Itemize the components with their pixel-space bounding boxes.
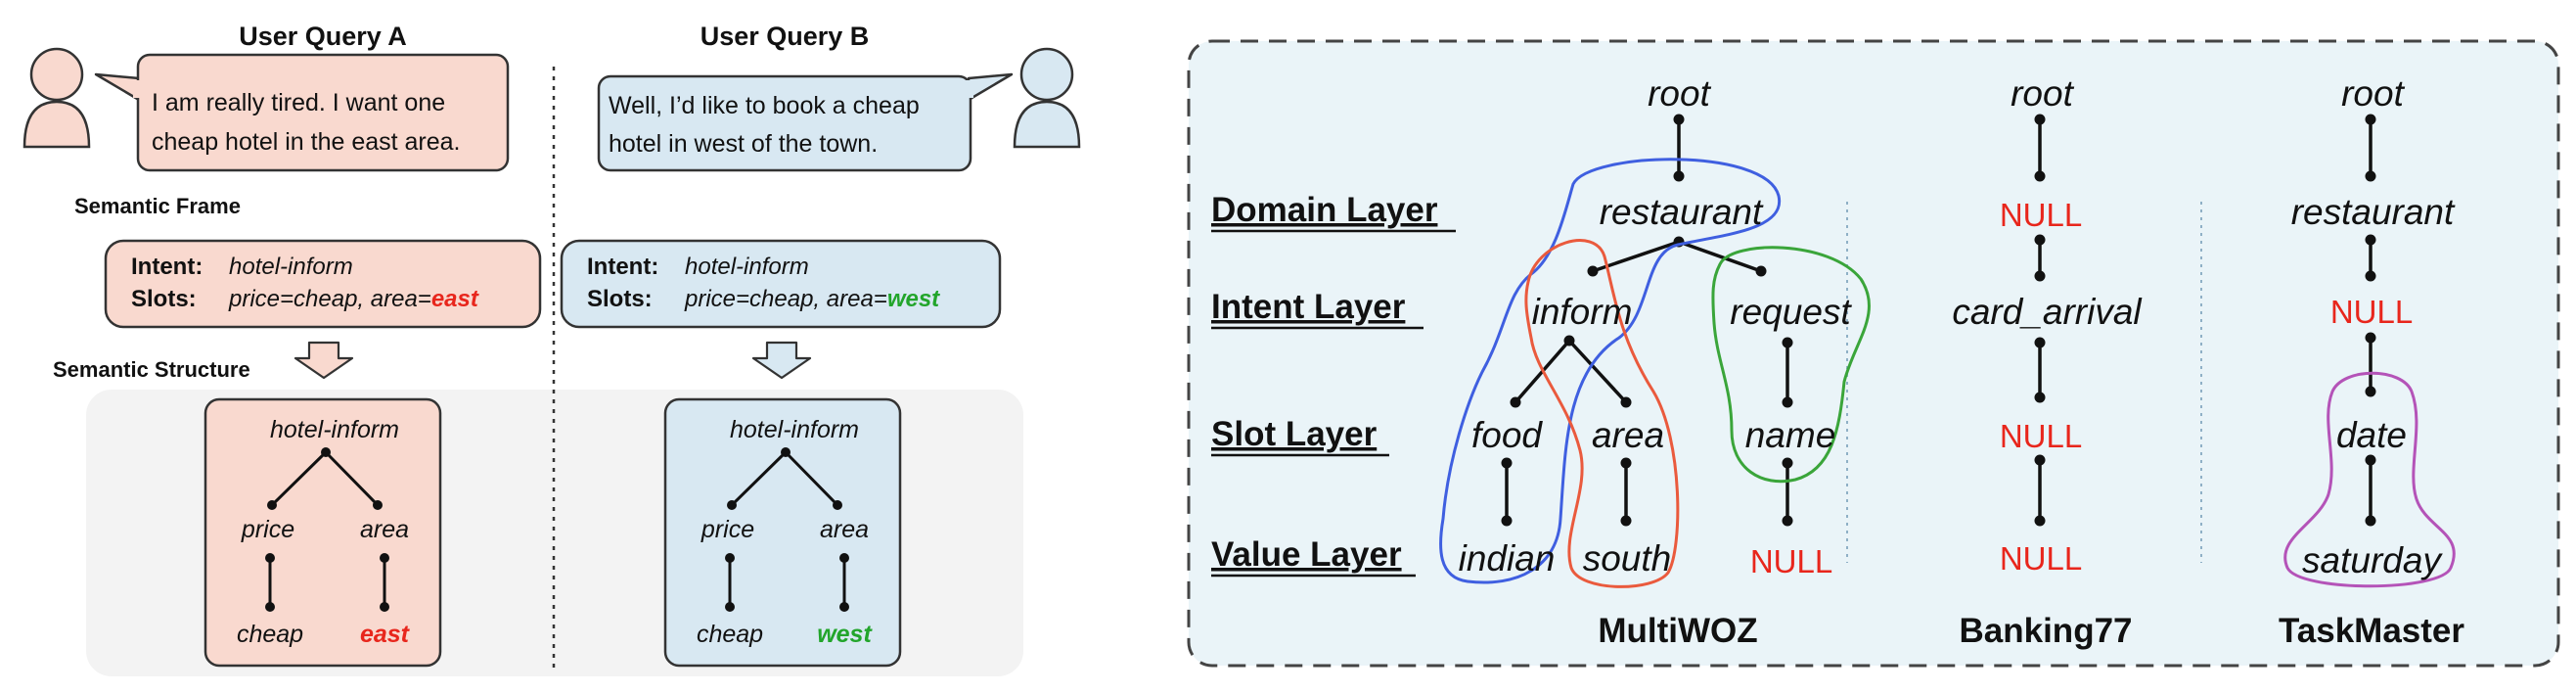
layer-label-slot: Slot Layer [1211, 415, 1378, 453]
taskmaster-dataset-name: TaskMaster [2279, 612, 2464, 650]
layer-label-intent: Intent Layer [1211, 288, 1406, 326]
banking77-intent: card_arrival [1952, 292, 2143, 332]
frame-b-slots-prefix: price=cheap, area= [684, 286, 887, 312]
taskmaster-slot-date: date [2336, 415, 2407, 455]
taskmaster-intent-null: NULL [2330, 294, 2413, 330]
dataset-panel-frame [1187, 39, 2560, 668]
multiwoz-slot-area: area [1592, 415, 1664, 455]
tree-a-slot-price: price [241, 516, 294, 543]
layer-label-domain: Domain Layer [1211, 191, 1438, 229]
frame-b-intent-label: Intent: [587, 254, 658, 280]
banking77-root: root [2011, 73, 2074, 114]
multiwoz-intent-inform: inform [1532, 292, 1633, 332]
taskmaster-tree: root restaurant NULL date saturday TaskM… [2279, 73, 2464, 650]
tree-a-value-cheap: cheap [237, 621, 303, 648]
utterance-bubble-b: Well, I’d like to book a cheap hotel in … [597, 72, 1014, 172]
frame-a-slots-label: Slots: [131, 286, 197, 312]
outline-green [1711, 246, 1871, 484]
down-arrow-a [294, 341, 354, 380]
frame-b-slots-highlight: west [887, 286, 940, 312]
multiwoz-slot-name: name [1745, 415, 1836, 455]
outline-red [1524, 239, 1680, 588]
utterance-a-line1: I am really tired. I want one [152, 89, 445, 116]
utterance-a-line2: cheap hotel in the east area. [152, 128, 461, 156]
banking77-slot-null: NULL [2000, 418, 2082, 454]
banking77-dataset-name: Banking77 [1960, 612, 2133, 650]
semantic-frame-a: Intent: hotel-inform Slots: price=cheap,… [104, 239, 542, 329]
query-b-title: User Query B [700, 22, 870, 51]
semantic-structure-label: Semantic Structure [53, 357, 250, 382]
utterance-bubble-a: I am really tired. I want one cheap hote… [94, 53, 510, 172]
outline-purple [2283, 371, 2456, 588]
multiwoz-intent-request: request [1730, 292, 1852, 332]
outline-blue [1439, 158, 1782, 584]
utterance-b-line2: hotel in west of the town. [609, 130, 878, 158]
tree-b-value-west: west [817, 621, 873, 648]
layer-label-value: Value Layer [1211, 535, 1402, 574]
multiwoz-dataset-name: MultiWOZ [1598, 612, 1757, 650]
multiwoz-value-null: NULL [1750, 543, 1832, 579]
frame-a-slots-highlight: east [431, 286, 479, 312]
semantic-structure-a: hotel-inform price area cheap east [203, 397, 442, 668]
tree-a-slot-area: area [360, 516, 409, 543]
taskmaster-domain: restaurant [2291, 192, 2456, 232]
semantic-frame-label: Semantic Frame [74, 194, 241, 218]
user-a-icon [23, 47, 91, 149]
query-a-title: User Query A [239, 22, 407, 51]
multiwoz-value-indian: indian [1459, 538, 1556, 578]
tree-b-value-cheap: cheap [697, 621, 763, 648]
frame-a-intent-label: Intent: [131, 254, 203, 280]
multiwoz-slot-food: food [1471, 415, 1543, 455]
semantic-structure-b: hotel-inform price area cheap west [663, 397, 902, 668]
left-panel: User Query A I am really tired. I want o… [23, 22, 1081, 676]
multiwoz-domain: restaurant [1600, 192, 1764, 232]
multiwoz-value-south: south [1583, 538, 1672, 578]
tree-b-slot-area: area [820, 516, 869, 543]
banking77-value-null: NULL [2000, 540, 2082, 577]
down-arrow-b [751, 341, 812, 380]
taskmaster-value-saturday: saturday [2302, 540, 2443, 580]
frame-a-slots-prefix: price=cheap, area= [228, 286, 431, 312]
frame-b-slots-label: Slots: [587, 286, 653, 312]
multiwoz-root: root [1648, 73, 1711, 114]
tree-a-value-east: east [360, 621, 411, 648]
user-b-icon [1013, 47, 1081, 149]
banking77-domain-null: NULL [2000, 197, 2082, 233]
svg-text:price=cheap, area=west: price=cheap, area=west [684, 286, 940, 312]
right-panel: Domain Layer Intent Layer Slot Layer Val… [1187, 39, 2560, 668]
frame-a-intent-value: hotel-inform [229, 254, 353, 280]
banking77-tree: root NULL card_arrival NULL NULL Banking… [1952, 73, 2143, 650]
svg-text:price=cheap, area=east: price=cheap, area=east [228, 286, 479, 312]
tree-b-slot-price: price [700, 516, 754, 543]
taskmaster-root: root [2341, 73, 2405, 114]
tree-b-root: hotel-inform [730, 416, 859, 443]
multiwoz-tree: root restaurant inform request food area… [1439, 73, 1871, 650]
tree-a-root: hotel-inform [270, 416, 399, 443]
frame-b-intent-value: hotel-inform [685, 254, 809, 280]
semantic-frame-b: Intent: hotel-inform Slots: price=cheap,… [560, 239, 1002, 329]
utterance-b-line1: Well, I’d like to book a cheap [609, 92, 920, 119]
